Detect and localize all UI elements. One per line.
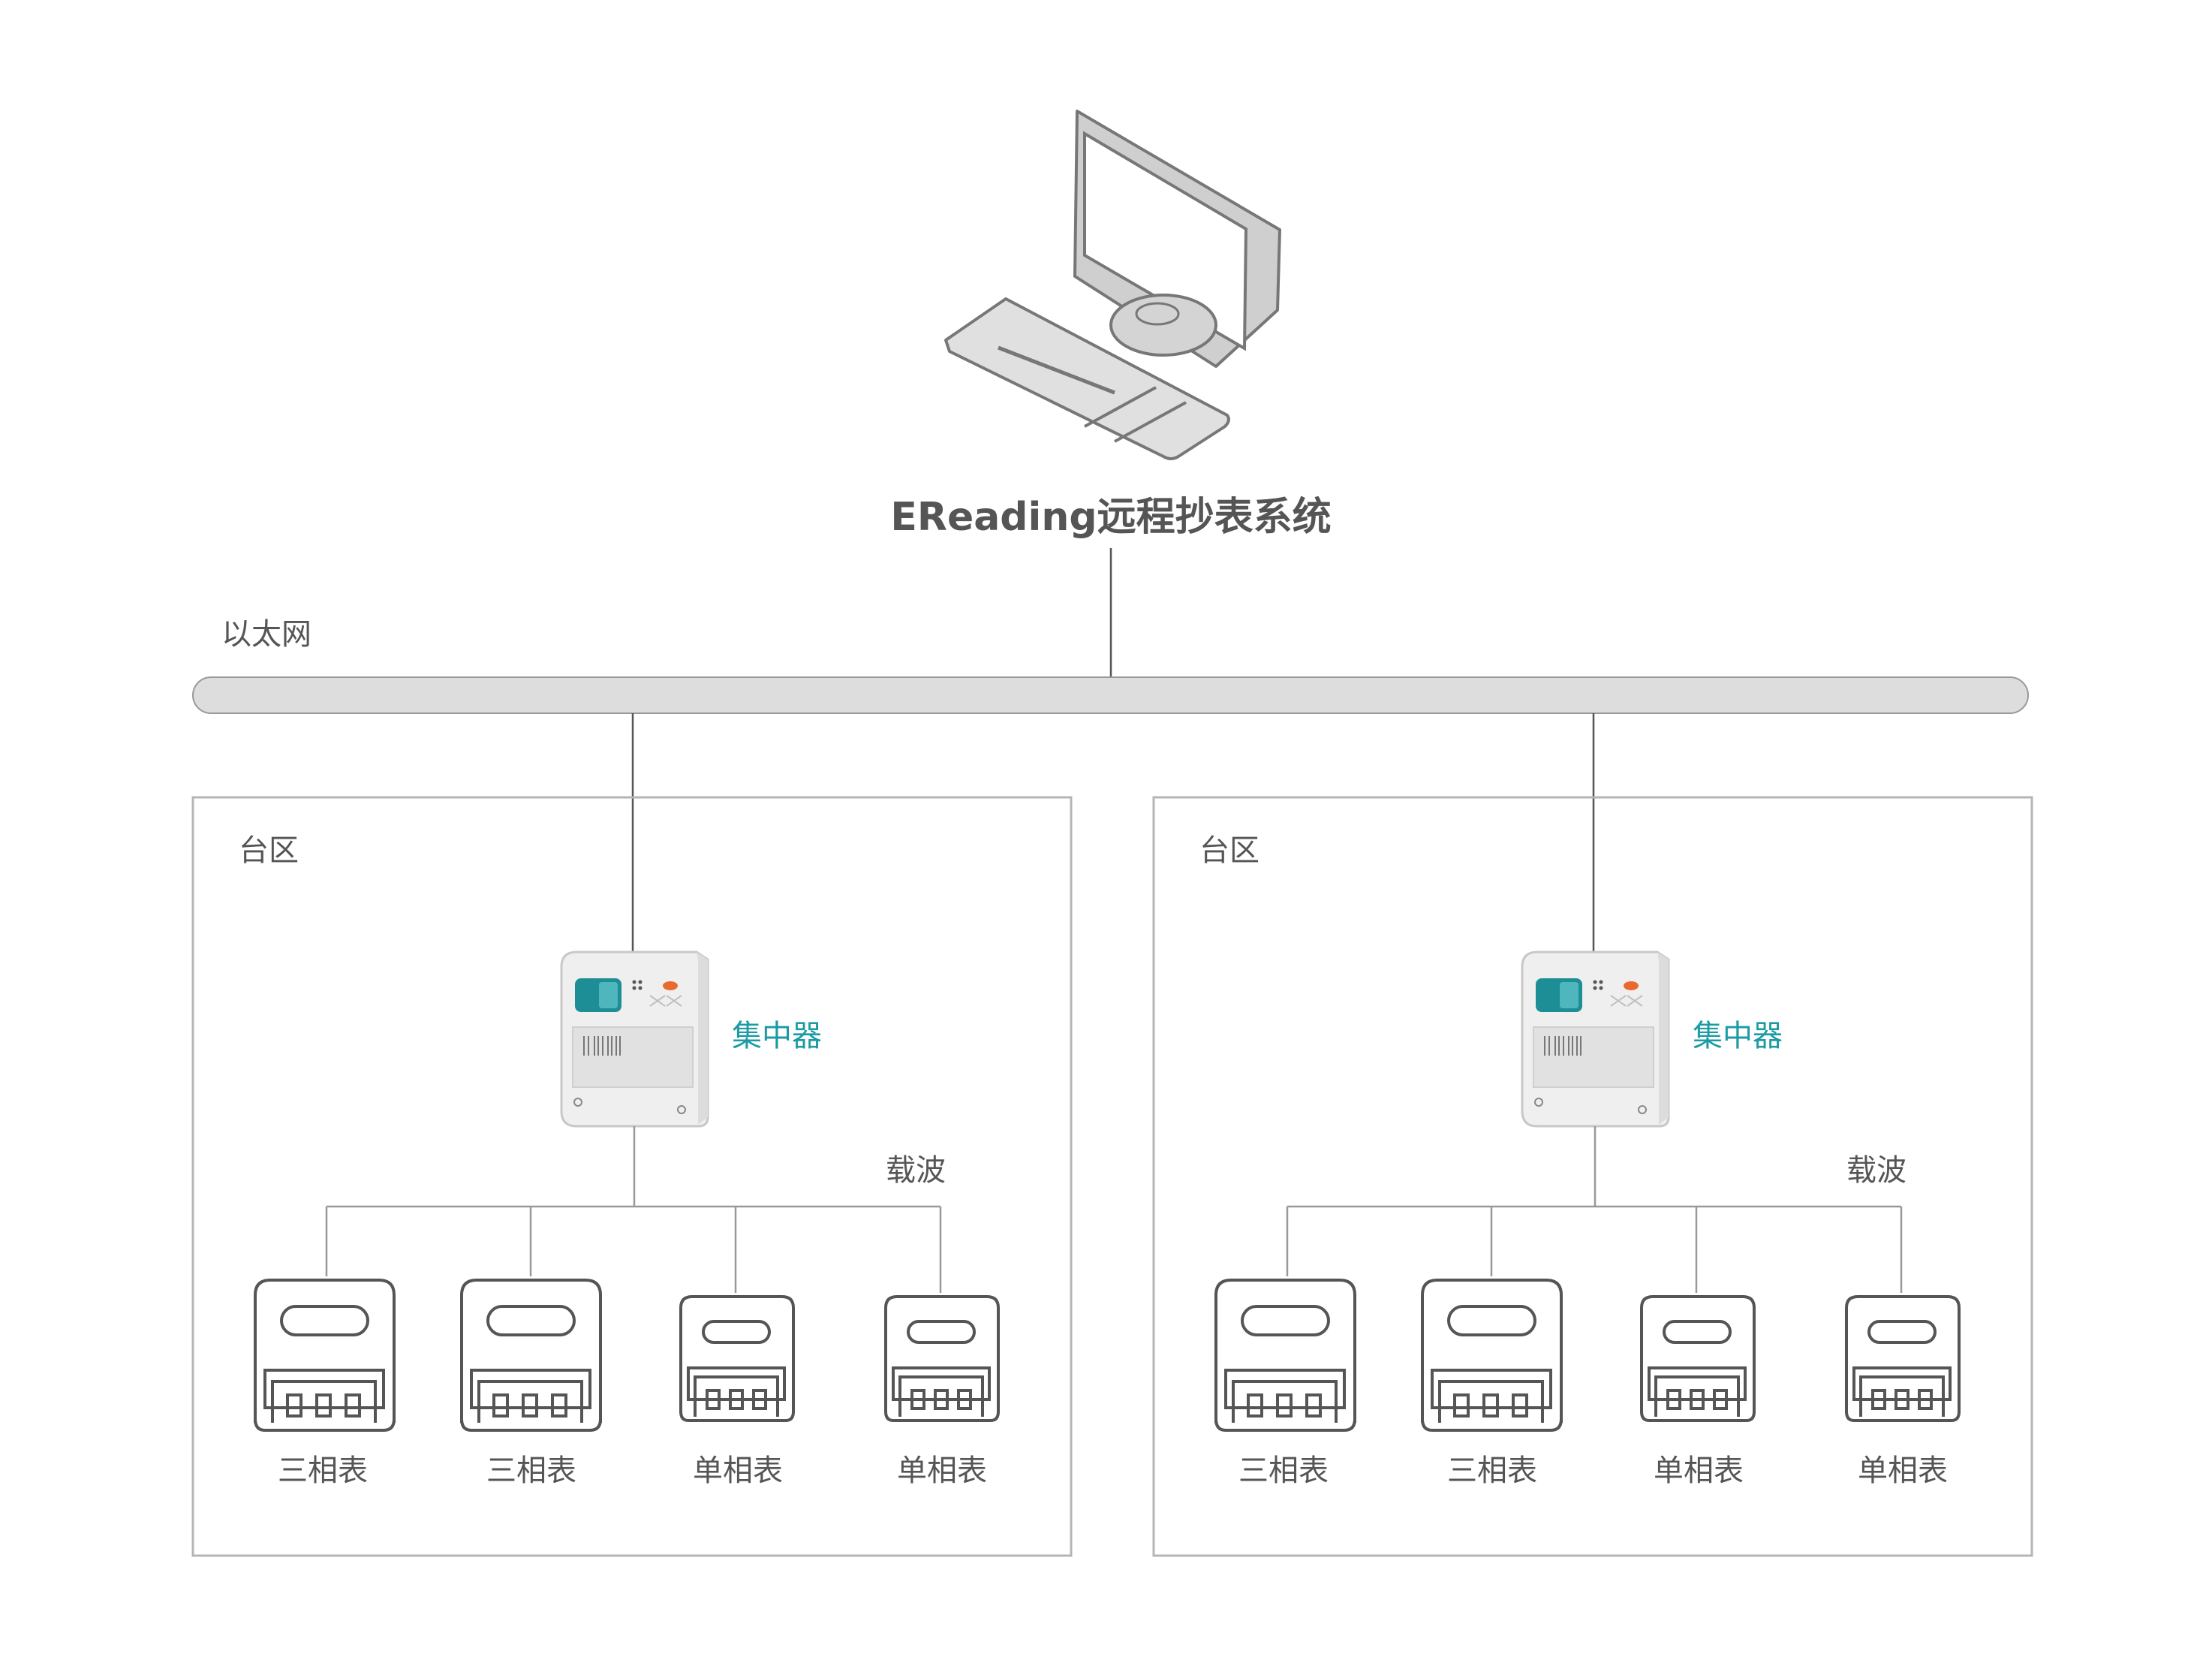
meter-icon — [679, 1295, 795, 1422]
zone-2-meter-2-label: 三相表 — [1447, 1454, 1537, 1488]
meter-icon — [250, 1279, 400, 1432]
zone-1-carrier-label: 载波 — [886, 1153, 946, 1188]
meter-icon — [1211, 1279, 1361, 1432]
zone-2-meter-4-label: 单相表 — [1858, 1454, 1948, 1488]
zone-2-meter-1-label: 三相表 — [1238, 1454, 1329, 1488]
meter-icon — [1845, 1295, 1961, 1422]
zone-1-label: 台区 — [239, 833, 299, 868]
concentrator-icon — [560, 951, 709, 1128]
zone-2-box — [1152, 796, 2033, 1557]
zone-1-meter-1-label: 三相表 — [278, 1454, 368, 1488]
zone-2-carrier-label: 载波 — [1846, 1153, 1907, 1188]
concentrator-icon — [1521, 951, 1670, 1128]
zone-2-meter-3-label: 单相表 — [1654, 1454, 1744, 1488]
zone-1-meter-4-label: 单相表 — [897, 1454, 987, 1488]
meter-icon — [456, 1279, 606, 1432]
ethernet-label: 以太网 — [221, 617, 311, 652]
computer-icon — [944, 110, 1281, 460]
ethernet-bus — [192, 676, 2029, 714]
zone-1-meter-2-label: 三相表 — [486, 1454, 576, 1488]
zone-2-label: 台区 — [1199, 833, 1259, 868]
zone-1-concentrator-label: 集中器 — [732, 1019, 822, 1053]
system-title: EReading远程抄表系统 — [890, 495, 1331, 540]
meter-icon — [1417, 1279, 1567, 1432]
zone-2-concentrator-label: 集中器 — [1693, 1019, 1783, 1053]
zone-1-meter-3-label: 单相表 — [693, 1454, 783, 1488]
zone-1-box — [191, 796, 1073, 1557]
meter-icon — [884, 1295, 1000, 1422]
zone-1: 台区 集中器 载波 三相表 三相表 单相表 单相表 — [191, 713, 1073, 1557]
meter-icon — [1640, 1295, 1756, 1422]
zone-2: 台区 集中器 载波 三相表 三相表 单相表 单相表 — [1152, 713, 2033, 1557]
